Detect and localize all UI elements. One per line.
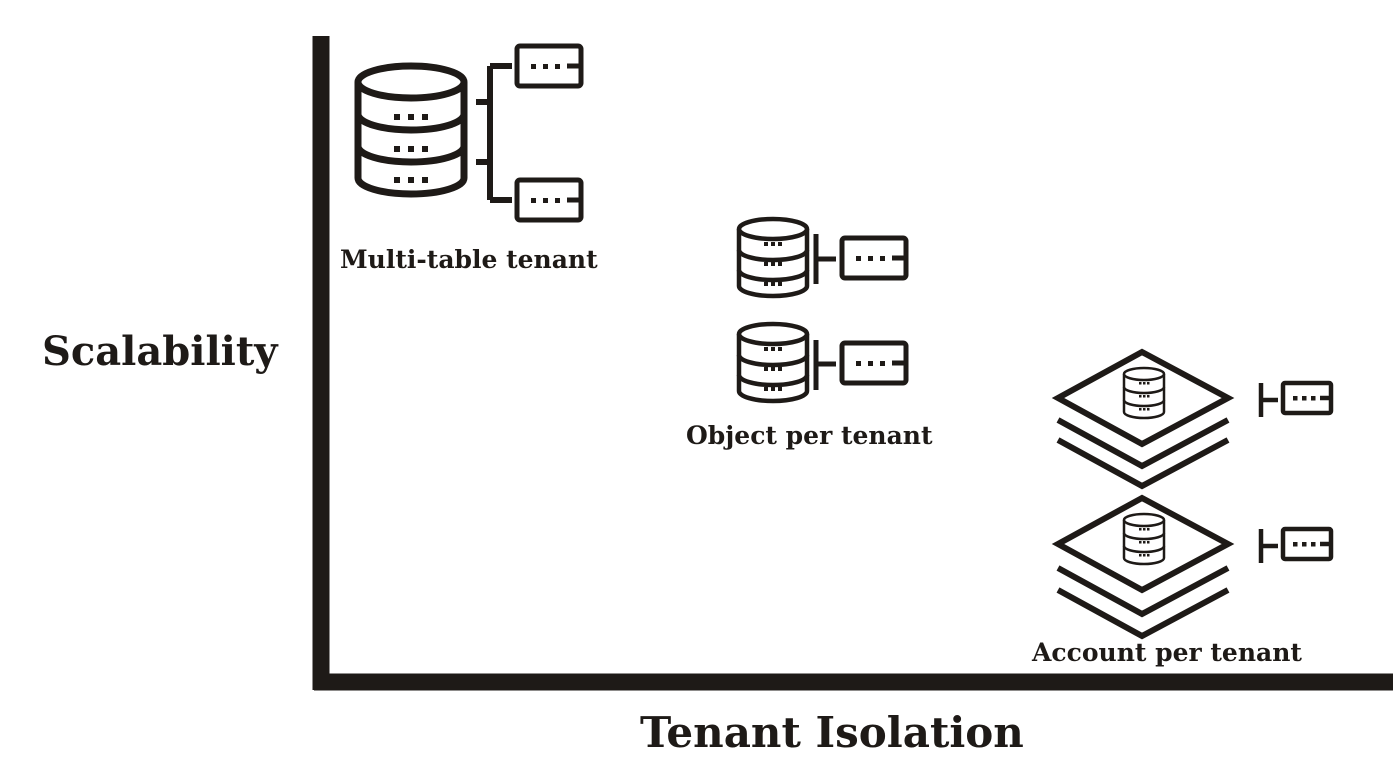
account-per-tenant-label: Account per tenant [1032, 638, 1302, 667]
object-per-tenant-icon [739, 219, 906, 401]
x-axis-label: Tenant Isolation [640, 708, 1024, 757]
account-per-tenant-icon [1051, 348, 1331, 640]
object-per-tenant-label: Object per tenant [686, 421, 933, 450]
multi-table-tenant-label: Multi-table tenant [340, 245, 598, 274]
y-axis-label: Scalability [42, 328, 278, 375]
axes [312, 36, 1393, 691]
multi-table-tenant-icon [354, 46, 581, 220]
